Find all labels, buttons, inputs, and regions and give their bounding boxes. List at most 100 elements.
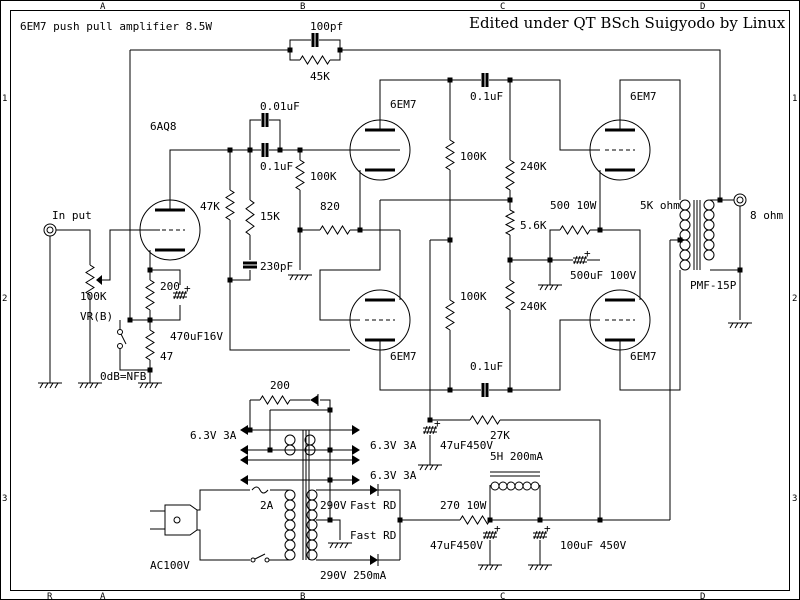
ground-hatch	[484, 564, 489, 571]
label-grid-res-upper: 240K	[520, 160, 547, 173]
arrow-right-icon	[352, 455, 360, 465]
resistor-zigzag	[145, 279, 155, 311]
ground-icon	[288, 274, 312, 281]
coil-loop	[679, 209, 691, 221]
label-driver-tube: 6AQ8	[150, 120, 177, 133]
junction-dot	[507, 387, 513, 393]
switch-contact	[117, 329, 123, 335]
hatch	[429, 425, 434, 435]
ground-hatch	[44, 382, 49, 389]
label-phase-lower-tube: 6EM7	[390, 350, 417, 363]
upper-coupling-capacitor-icon	[481, 73, 489, 87]
ground-hatch	[539, 564, 544, 571]
label-ht-rating: 290V 250mA	[320, 569, 387, 582]
resistor-zigzag	[245, 199, 255, 236]
ground-hatch	[424, 464, 429, 471]
resistor-zigzag	[299, 55, 331, 65]
symbols: + + + + +	[38, 33, 752, 571]
label-power-upper-tube: 6EM7	[630, 90, 657, 103]
hatch	[182, 290, 187, 300]
plus-sign: +	[544, 522, 551, 535]
arrow-left-icon	[240, 445, 248, 455]
label-choke: 5H 200mA	[490, 450, 543, 463]
junction-dot	[737, 267, 743, 273]
wire	[320, 399, 331, 410]
wire	[319, 200, 381, 321]
jack-outer	[733, 193, 747, 207]
label-cathode-cap: 470uF16V	[170, 330, 223, 343]
ground-hatch	[144, 382, 149, 389]
ground-hatch	[729, 322, 734, 329]
choke-loop	[530, 481, 540, 491]
junction-dot	[597, 227, 603, 233]
row-label-left-3: 3	[2, 494, 7, 504]
col-label-bottom-r: R	[47, 592, 53, 600]
hatch	[432, 425, 437, 435]
compensation-capacitor-230p-icon	[243, 261, 257, 269]
ground-hatch	[739, 322, 744, 329]
junction-dot	[227, 277, 233, 283]
ground-hatch	[334, 542, 339, 549]
hatch	[489, 530, 494, 540]
resistor-zigzag	[445, 139, 455, 171]
plus-sign: +	[584, 247, 591, 260]
ground-hatch	[419, 464, 424, 471]
junction-dot	[227, 147, 233, 153]
ground-hatch	[289, 274, 294, 281]
hatch	[542, 530, 547, 540]
hatch	[573, 255, 578, 265]
ot-primary-coil-icon	[679, 199, 691, 271]
arrow-right-icon	[352, 475, 360, 485]
coil-loop	[284, 549, 296, 561]
coil-loop	[284, 489, 296, 501]
ground-hatch	[339, 542, 344, 549]
junction-dot	[327, 517, 333, 523]
label-cathode-res-47: 47	[160, 350, 173, 363]
wire	[316, 519, 341, 540]
heater-secondary-coil-icon	[304, 434, 316, 456]
junction-dot	[447, 237, 453, 243]
col-label-top-c: C	[500, 2, 505, 12]
col-label-bottom-d: D	[700, 592, 705, 600]
mains-plug-icon	[150, 504, 198, 536]
junction-dot	[327, 447, 333, 453]
heater-resistor-icon	[259, 395, 291, 405]
power-switch-icon	[264, 557, 270, 563]
junction-dot	[677, 237, 683, 243]
junction-dot	[447, 387, 453, 393]
filter-capacitor-1-icon: +	[483, 522, 501, 540]
arrow-left-icon	[240, 455, 248, 465]
junction-dot	[507, 257, 513, 263]
pt-primary-coil-icon	[284, 489, 296, 561]
col-label-bottom-a: A	[100, 592, 106, 600]
power-upper-tube-icon	[589, 119, 651, 181]
switch-contact	[117, 343, 123, 349]
label-heater-3: 6.3V 3A	[370, 469, 417, 482]
choke-loop	[522, 481, 532, 491]
ground-hatch	[154, 382, 159, 389]
capacitor-gap	[261, 113, 269, 127]
coil-loop	[703, 229, 715, 241]
heater-lamp-icon	[310, 395, 318, 405]
ground-icon	[538, 284, 562, 291]
capacitor-gap	[423, 426, 437, 434]
col-label-top-d: D	[700, 2, 705, 12]
decouple-capacitor-icon: +	[423, 417, 441, 435]
junction-dot	[247, 147, 253, 153]
power-lower-tube-icon	[589, 289, 651, 351]
tube-envelope	[589, 119, 651, 181]
junction-dot	[327, 477, 333, 483]
coil-loop	[679, 249, 691, 261]
coil-loop	[679, 199, 691, 211]
wire	[500, 419, 601, 520]
grid-resistor-upper-icon	[505, 159, 515, 191]
component-labels: 100pf 45K 0.01uF 6AQ8 0.1uF 100K 47K 15K…	[52, 20, 783, 582]
junction-dot	[597, 517, 603, 523]
tube-envelope	[349, 119, 411, 181]
resistor-zigzag	[459, 515, 491, 525]
cathode-bypass-capacitor-icon: +	[173, 282, 191, 300]
label-diode-upper: Fast RD	[350, 499, 396, 512]
col-label-bottom-c: C	[500, 592, 505, 600]
hatch	[486, 530, 491, 540]
